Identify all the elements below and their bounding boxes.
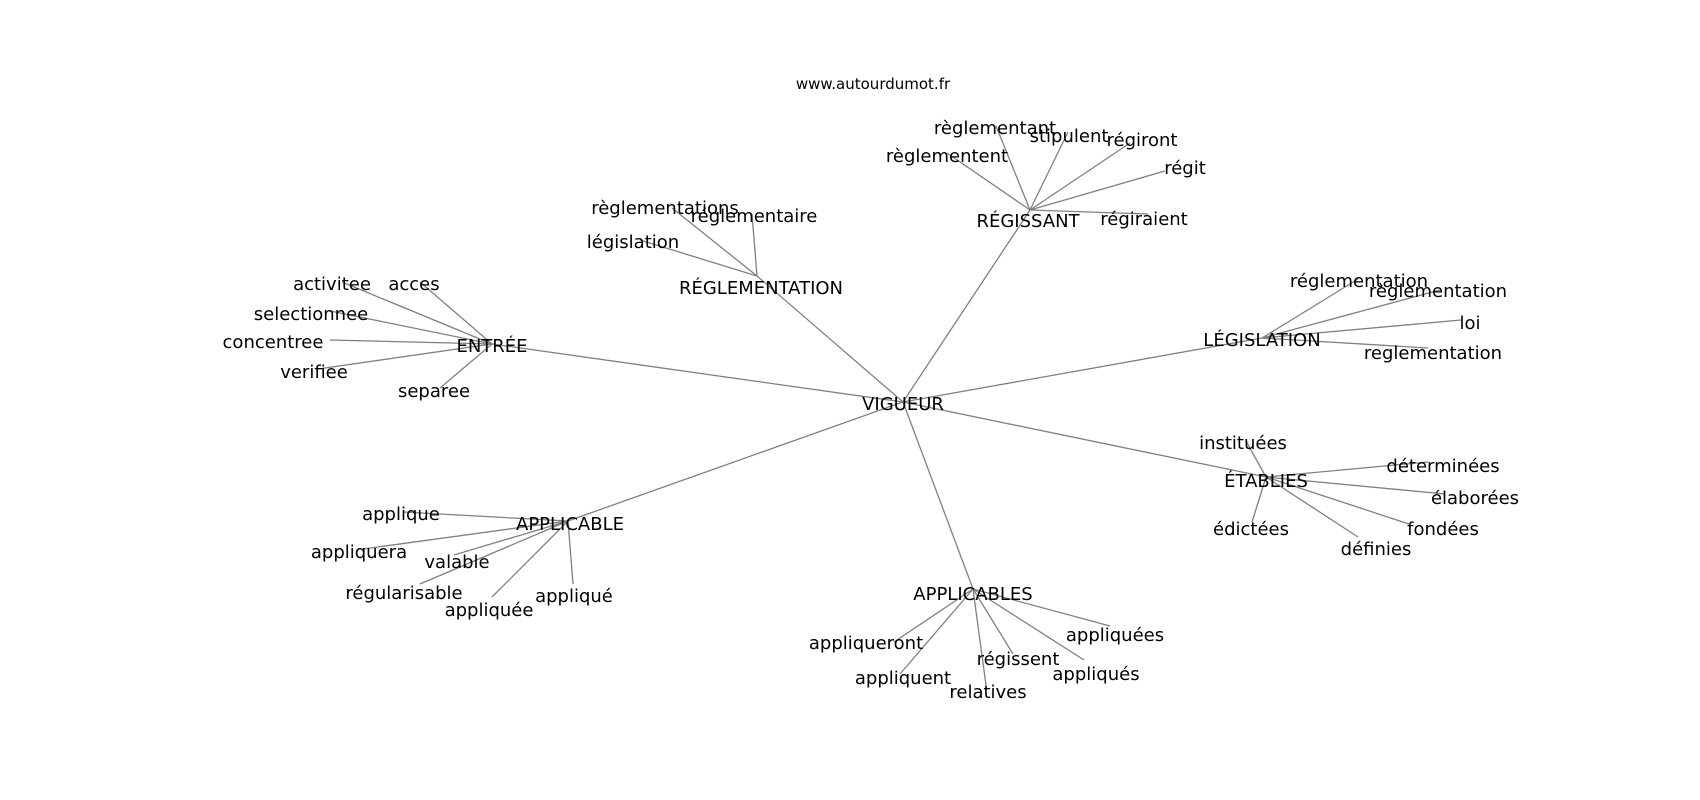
edge-legislation-loi	[1261, 319, 1462, 339]
leaf-word-relatives: relatives	[949, 682, 1026, 703]
center-word: VIGUEUR	[862, 394, 944, 415]
leaf-word-valable: valable	[424, 552, 489, 573]
edge-center-entree	[491, 343, 904, 403]
edge-applicable-regularisable	[419, 520, 569, 585]
leaf-word-regit: régit	[1164, 158, 1206, 179]
edge-reglementation-reglementaire	[751, 213, 758, 277]
leaf-word-legislation: législation	[587, 232, 679, 253]
edge-applicables-appliques	[972, 588, 1085, 661]
edge-applicables-regissent	[972, 588, 1014, 655]
edge-regissant-regiront	[1029, 142, 1131, 211]
edge-applicable-valable	[453, 520, 569, 556]
edge-entree-activitee	[341, 281, 493, 345]
edge-center-reglementation	[756, 275, 904, 403]
leaf-word-appliquees: appliquées	[1066, 625, 1164, 646]
leaf-word-appliqueront: appliqueront	[809, 633, 923, 654]
edge-regissant-regiraient	[1029, 209, 1149, 215]
edge-center-applicable	[567, 401, 904, 522]
leaf-word-regularisable: régularisable	[345, 583, 462, 604]
edge-entree-acces	[419, 281, 493, 345]
leaf-word-instituees: instituées	[1199, 433, 1287, 454]
leaf-word-reglementaire: réglementaire	[691, 206, 818, 227]
edge-etablies-edictees	[1251, 476, 1267, 523]
hub-word-applicable: APPLICABLE	[516, 514, 624, 535]
edge-legislation-reglementation	[1261, 337, 1429, 349]
edge-etablies-determinees	[1265, 461, 1429, 478]
leaf-word-reglementations: règlementations	[591, 198, 739, 219]
leaf-word-appliquent: appliquent	[855, 668, 951, 689]
leaf-word-loi: loi	[1459, 313, 1480, 334]
edge-reglementation-reglementations	[671, 207, 758, 277]
leaf-word-appliques: appliqués	[1052, 664, 1139, 685]
leaf-word-selectionnee: selectionnee	[254, 304, 368, 325]
leaf-word-regiront: régiront	[1107, 130, 1178, 151]
edge-entree-separee	[439, 343, 493, 389]
leaf-word-elaborees: élaborées	[1431, 488, 1519, 509]
leaf-word-stipulent: stipulent	[1030, 126, 1109, 147]
leaf-word-edictees: édictées	[1213, 519, 1289, 540]
hub-word-legislation: LÉGISLATION	[1203, 329, 1320, 351]
edge-applicables-appliquent	[899, 588, 974, 675]
edge-applicables-relatives	[972, 588, 987, 686]
edge-legislation-reglementation	[1261, 278, 1359, 339]
edge-entree-concentree	[329, 339, 493, 345]
edge-applicable-appliquee	[491, 520, 569, 598]
leaf-word-reglementent: règlementent	[886, 146, 1008, 167]
edge-etablies-elaborees	[1265, 476, 1446, 495]
edge-entree-verifiee	[317, 343, 493, 370]
leaf-word-determinees: déterminées	[1386, 456, 1499, 477]
edge-regissant-stipulent	[1029, 131, 1069, 211]
hub-word-etablies: ÉTABLIES	[1224, 470, 1308, 492]
leaf-word-appliquee: appliquée	[445, 600, 534, 621]
hub-word-reglementation: RÉGLEMENTATION	[679, 277, 843, 299]
edge-regissant-regit	[1029, 170, 1166, 211]
edge-applicable-applique	[402, 511, 569, 522]
edge-etablies-definies	[1265, 476, 1359, 538]
edge-legislation-reglementation	[1261, 289, 1441, 339]
leaf-word-verifiee: verifiee	[280, 362, 348, 383]
edge-applicables-appliqueront	[893, 588, 974, 643]
hub-word-regissant: RÉGISSANT	[976, 210, 1080, 232]
edge-etablies-instituees	[1245, 440, 1267, 478]
leaf-word-appliquera: appliquera	[311, 542, 407, 563]
leaf-word-concentree: concentree	[223, 332, 324, 353]
leaf-word-applique: applique	[362, 504, 440, 525]
leaf-word-activitee: activitee	[293, 274, 371, 295]
edge-regissant-reglementent	[946, 152, 1031, 211]
edge-applicable-appliquera	[362, 520, 569, 550]
leaf-word-reglementation: reglementation	[1364, 343, 1502, 364]
edge-applicable-applique	[567, 520, 574, 585]
leaf-word-reglementation: règlementation	[1369, 281, 1507, 302]
edge-center-applicables	[902, 401, 974, 590]
leaf-word-definies: définies	[1341, 539, 1412, 560]
edge-center-etablies	[902, 401, 1267, 478]
hub-word-entree: ENTRÉE	[456, 335, 527, 357]
leaf-word-regiraient: régiraient	[1100, 209, 1187, 230]
leaf-word-reglementant: règlementant	[934, 118, 1056, 139]
edge-etablies-fondees	[1265, 476, 1410, 525]
graph-labels: www.autourdumot.fr VIGUEUR ENTRÉE activite…	[223, 75, 1520, 703]
site-credit: www.autourdumot.fr	[796, 75, 951, 93]
edge-regissant-reglementant	[995, 125, 1031, 211]
hub-word-applicables: APPLICABLES	[913, 584, 1032, 605]
edge-applicables-appliquees	[972, 588, 1111, 627]
edge-center-regissant	[902, 209, 1031, 403]
graph-edges	[317, 125, 1462, 686]
edge-entree-selectionnee	[329, 310, 493, 345]
leaf-word-fondees: fondées	[1407, 519, 1479, 540]
leaf-word-separee: separee	[398, 381, 470, 402]
leaf-word-regissent: régissent	[977, 649, 1060, 670]
edge-center-legislation	[902, 337, 1263, 403]
leaf-word-applique: appliqué	[535, 586, 613, 607]
leaf-word-reglementation: réglementation	[1290, 271, 1428, 292]
leaf-word-acces: acces	[388, 274, 439, 295]
edge-reglementation-legislation	[639, 239, 758, 277]
